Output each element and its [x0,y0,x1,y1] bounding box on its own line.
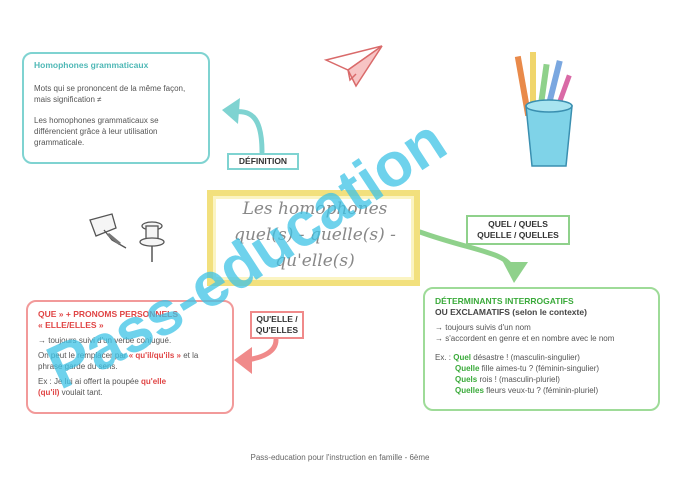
pronoun-example-word-1: qu'elle [141,377,167,386]
pronoun-title-line-2: « ELLE/ELLES » [38,320,104,330]
quel-tag: QUEL / QUELS QUELLE / QUELLES [466,215,570,245]
pronoun-item-2: On peut le remplacer par « qu'il/qu'ils … [38,350,222,372]
determiner-example-2: Quelle fille aimes-tu ? (féminin-singuli… [435,363,648,374]
pronoun-item-2-highlight: « qu'il/qu'ils » [128,351,181,360]
determiner-title-line-2: OU EXCLAMATIFS (selon le contexte) [435,307,648,318]
definition-title: Homophones grammaticaux [34,60,149,70]
pronoun-example-word-2: (qu'il) [38,388,60,397]
arrow-quelle-head [234,347,252,374]
quel-tag-line-2: QUELLE / QUELLES [477,230,559,240]
determiner-example-1: Ex. : Quel désastre ! (masculin-singulie… [435,352,648,363]
quelle-tag-line-2: QU'ELLES [255,325,299,335]
center-title-line-3: qu'elle(s) [275,251,355,271]
center-title-line-2: quel(s) - quelle(s) - [234,225,396,245]
pushpin-icon [89,213,127,249]
pronoun-item-1: → toujours suivi d'un verbe conjugué. [38,336,172,345]
determiner-example-word: Quelles [455,386,484,395]
determiner-item-1: → toujours suivis d'un nom [435,323,531,332]
definition-text-2: Les homophones grammaticaux se différenc… [34,116,159,147]
pronoun-example-post: voulait tant. [59,388,103,397]
definition-box: Homophones grammaticaux Mots qui se pron… [22,52,210,164]
pushpin-icon [139,221,165,262]
determiner-example-word: Quelle [455,364,480,373]
determiner-example-word: Quels [455,375,478,384]
pronoun-title: QUE » + PRONOMS PERSONNELS « ELLE/ELLES … [38,309,222,331]
determiner-example-4: Quelles fleurs veux-tu ? (féminin-plurie… [435,385,648,396]
determiner-box: DÉTERMINANTS INTERROGATIFS OU EXCLAMATIF… [423,287,660,411]
quel-tag-line-1: QUEL / QUELS [488,219,548,229]
arrow-quel-head [503,262,528,283]
determiner-title-line-2-main: OU EXCLAMATIFS [435,307,510,317]
center-frame [207,190,420,286]
pencil-cup-icon [514,52,573,167]
determiner-example-rest: désastre ! (masculin-singulier) [471,353,580,362]
determiner-title-note: (selon le contexte) [509,307,587,317]
determiner-example-rest: rois ! (masculin-pluriel) [477,375,560,384]
footer: Pass-education pour l'instruction en fam… [250,453,430,462]
center-title: Les homophones quel(s) - quelle(s) - qu'… [220,196,410,274]
determiner-example-word: Quel [453,353,472,362]
pronoun-title-line-1: QUE » + PRONOMS PERSONNELS [38,309,179,319]
quelle-tag-line-1: QU'ELLE / [256,314,298,324]
determiner-title-line-1: DÉTERMINANTS INTERROGATIFS [435,296,574,306]
determiner-example-label: Ex. : [435,353,454,362]
determiner-example-rest: fleurs veux-tu ? (féminin-pluriel) [483,386,599,395]
determiner-item-2: → s'accordent en genre et en nombre avec… [435,334,615,343]
paper-plane-icon [323,45,383,88]
pronoun-example-pre: Ex : Je lui ai offert la poupée [38,377,142,386]
pronoun-example: Ex : Je lui ai offert la poupée qu'elle (… [38,376,222,398]
determiner-example-3: Quels rois ! (masculin-pluriel) [435,374,648,385]
arrow-definition-head [222,98,240,124]
determiner-title: DÉTERMINANTS INTERROGATIFS OU EXCLAMATIF… [435,296,648,318]
pronoun-item-2-post: et la phrase garde du sens. [38,351,199,371]
definition-text-1: Mots qui se prononcent de la même façon,… [34,84,186,104]
quelle-tag: QU'ELLE / QU'ELLES [250,311,304,339]
determiner-example-rest: fille aimes-tu ? (féminin-singulier) [479,364,600,373]
center-title-line-1: Les homophones [242,199,388,219]
definition-tag: DÉFINITION [227,153,299,170]
pronoun-item-2-pre: On peut le remplacer par [38,351,129,360]
pronoun-box: QUE » + PRONOMS PERSONNELS « ELLE/ELLES … [26,300,234,414]
